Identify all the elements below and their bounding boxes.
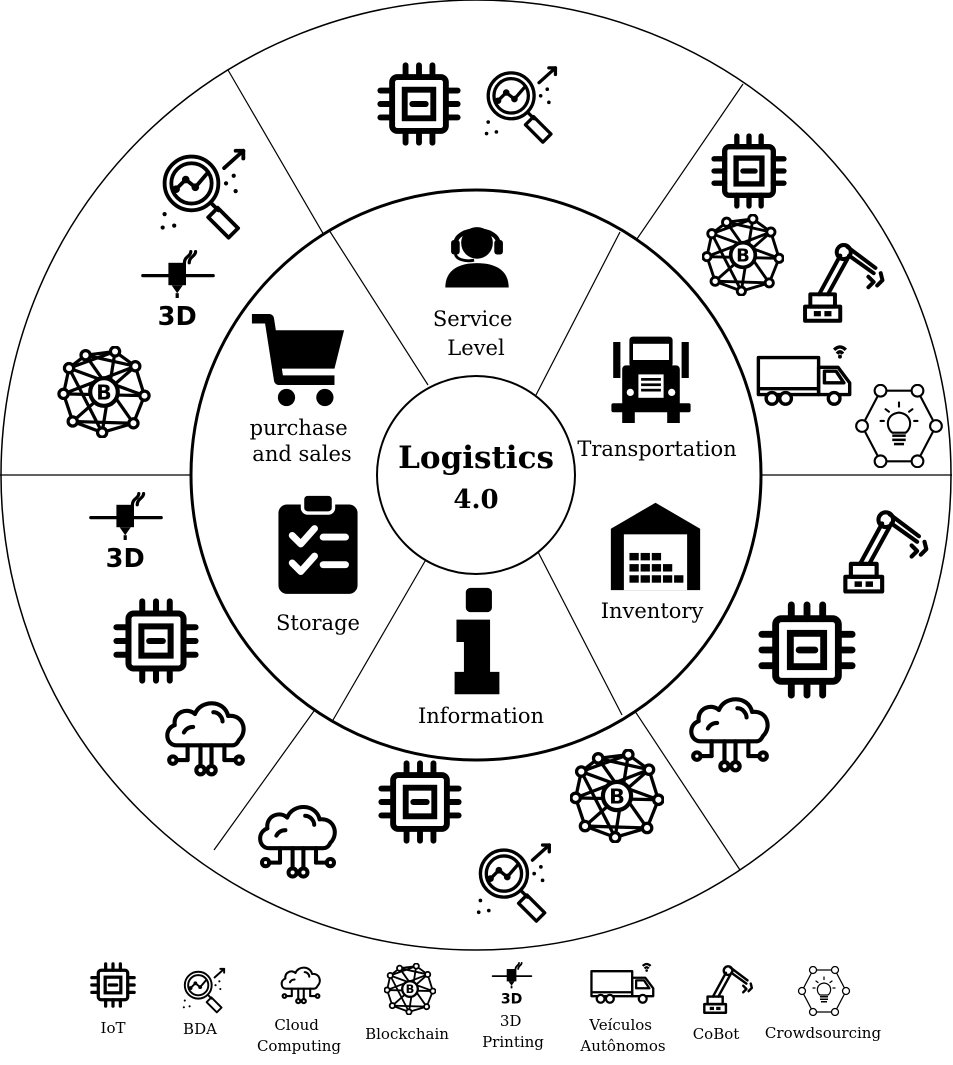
legend: IoT BDA Cloud Computing Blockchain 3D Pr… xyxy=(90,961,882,1055)
autonomous-truck-icon xyxy=(756,345,852,406)
legend-label-iot: IoT xyxy=(101,1019,126,1037)
blockchain-network-icon xyxy=(571,750,663,842)
center-circle xyxy=(376,375,576,575)
legend-cloud-icon xyxy=(280,966,321,1005)
3d-printing-icon xyxy=(89,491,163,576)
legend-label-cloud: Cloud Computing xyxy=(257,1016,341,1055)
bda-magnifier-icon xyxy=(483,66,558,144)
inner-divider-lines xyxy=(328,229,623,721)
center-subtitle: 4.0 xyxy=(453,485,498,515)
segment-label-inventory: Inventory xyxy=(601,599,704,623)
cloud-computing-icon xyxy=(691,699,767,770)
iot-chip-icon xyxy=(762,605,852,695)
segment-label-storage: Storage xyxy=(276,611,360,635)
blockchain-network-icon xyxy=(59,347,149,437)
legend-crowdsourcing-icon xyxy=(797,966,851,1016)
bda-magnifier-icon xyxy=(158,148,246,240)
legend-label-crowdsourcing: Crowdsourcing xyxy=(765,1024,882,1042)
legend-cobot-icon xyxy=(703,965,754,1014)
segment-label-information: Information xyxy=(418,704,544,728)
center-title: Logistics xyxy=(398,440,554,476)
legend-label-bda: BDA xyxy=(183,1020,217,1038)
checklist-clipboard-icon xyxy=(278,494,357,594)
legend-autonomous-vehicle-icon xyxy=(590,962,655,1004)
legend-blockchain-icon xyxy=(384,963,436,1015)
iot-chip-icon xyxy=(116,601,195,680)
cobot-arm-icon xyxy=(803,243,885,323)
legend-label-3d-printing: 3D Printing xyxy=(482,1012,544,1051)
legend-iot-icon xyxy=(90,962,136,1008)
segment-label-purchase-sales: purchase and sales xyxy=(250,416,355,466)
legend-3d-printing-icon xyxy=(491,961,533,1009)
3d-printing-icon xyxy=(140,249,216,335)
legend-label-autonomous-vehicles: Veículos Autônomos xyxy=(579,1016,665,1055)
crowdsourcing-icon xyxy=(854,384,944,468)
cobot-arm-icon xyxy=(845,512,926,591)
segment-label-service-level: Service Level xyxy=(433,307,519,360)
legend-label-cobot: CoBot xyxy=(693,1025,740,1043)
blockchain-network-icon xyxy=(702,214,784,296)
legend-label-blockchain: Blockchain xyxy=(365,1025,449,1043)
segment-label-transportation: Transportation xyxy=(577,437,736,461)
iot-chip-icon xyxy=(714,136,784,206)
bda-magnifier-icon xyxy=(475,843,551,923)
iot-chip-icon xyxy=(380,65,457,142)
cloud-computing-icon xyxy=(260,807,335,877)
legend-bda-icon xyxy=(181,967,226,1014)
iot-chip-icon xyxy=(381,763,458,840)
cloud-computing-icon xyxy=(167,703,243,774)
